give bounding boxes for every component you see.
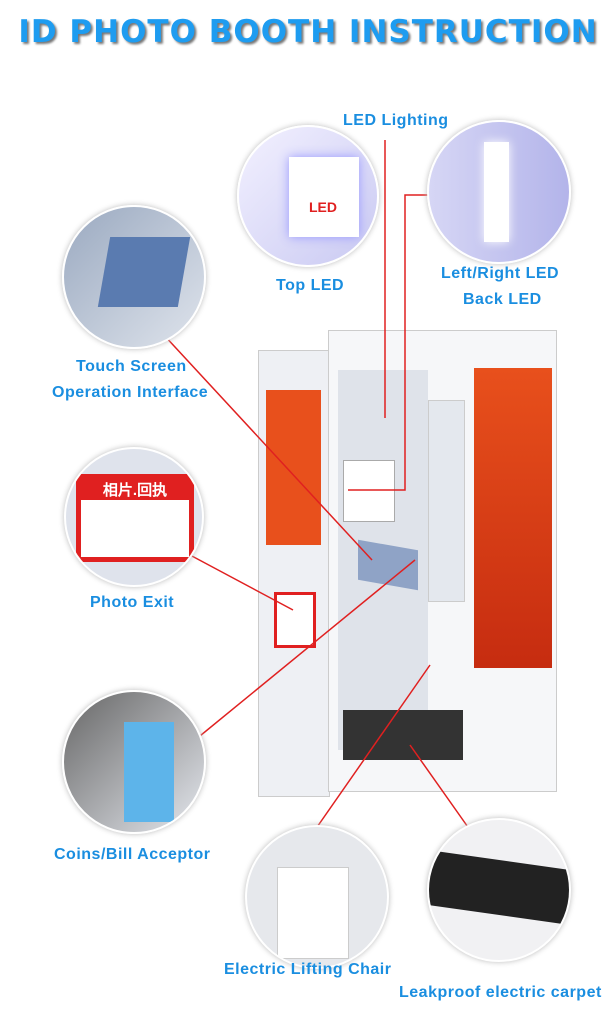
lifting-chair-inset bbox=[245, 825, 389, 969]
label-touch-screen: Touch Screen bbox=[76, 358, 187, 375]
touch-screen-inset bbox=[62, 205, 206, 349]
coin-acceptor-inset bbox=[62, 690, 206, 834]
carpet-inset bbox=[427, 818, 571, 962]
label-photo-exit: Photo Exit bbox=[90, 594, 175, 611]
label-lifting-chair: Electric Lifting Chair bbox=[224, 961, 392, 978]
left-right-led-inset bbox=[427, 120, 571, 264]
photo-exit-sign: 相片.回执 bbox=[81, 479, 189, 500]
label-carpet: Leakproof electric carpet bbox=[399, 984, 602, 1001]
label-led-lighting: LED Lighting bbox=[343, 112, 449, 129]
led-badge: LED bbox=[309, 199, 337, 215]
page-title: ID PHOTO BOOTH INSTRUCTION bbox=[18, 14, 598, 50]
photo-exit-inset: 相片.回执 bbox=[64, 447, 204, 587]
photo-booth bbox=[258, 330, 557, 800]
top-led-inset: LED bbox=[237, 125, 379, 267]
label-left-right-led: Left/Right LED bbox=[441, 265, 560, 282]
label-operation-interface: Operation Interface bbox=[52, 384, 209, 401]
label-back-led: Back LED bbox=[463, 291, 542, 308]
label-coin-acceptor: Coins/Bill Acceptor bbox=[54, 846, 211, 863]
left-poster bbox=[266, 390, 321, 545]
label-top-led: Top LED bbox=[276, 277, 345, 294]
right-poster bbox=[474, 368, 552, 668]
